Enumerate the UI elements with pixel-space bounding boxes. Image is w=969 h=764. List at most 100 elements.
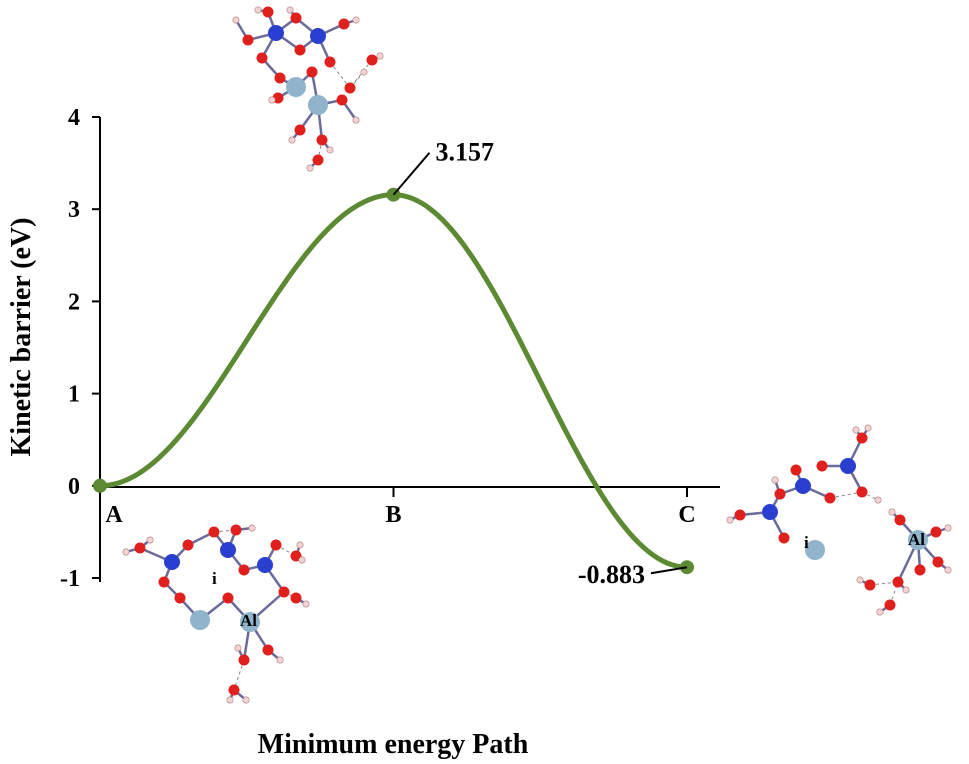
atom xyxy=(864,579,876,591)
final-state-structure xyxy=(726,424,952,616)
x-axis-title: Minimum energy Path xyxy=(258,729,529,760)
y-tick-label: 4 xyxy=(68,105,80,131)
atom xyxy=(876,608,884,616)
atom xyxy=(256,52,268,64)
atom xyxy=(257,557,273,573)
structure-label-al-initial: Al xyxy=(240,611,257,630)
data-point-A xyxy=(93,478,107,493)
atom xyxy=(930,526,942,538)
atom xyxy=(262,644,274,656)
atom xyxy=(230,524,242,536)
atom xyxy=(310,28,326,44)
atom xyxy=(174,592,186,604)
atom xyxy=(274,72,286,84)
atom xyxy=(790,464,802,476)
atom xyxy=(164,554,180,570)
atom xyxy=(302,600,310,608)
atom xyxy=(352,16,360,24)
atom xyxy=(234,644,242,652)
atom xyxy=(824,492,836,504)
atom xyxy=(852,426,860,434)
atom xyxy=(336,94,348,106)
atom xyxy=(308,95,328,115)
x-ticks: A B C xyxy=(99,487,696,528)
atom xyxy=(190,610,210,630)
atom xyxy=(242,34,254,46)
atom xyxy=(856,432,868,444)
atom xyxy=(288,136,296,144)
atom xyxy=(816,460,828,472)
atom xyxy=(254,6,262,14)
initial-state-structure xyxy=(122,524,310,704)
atom xyxy=(270,539,282,551)
structure-label-i-initial: i xyxy=(212,569,217,588)
atom xyxy=(774,488,786,500)
atom xyxy=(914,564,926,576)
atom xyxy=(226,696,234,704)
atom xyxy=(352,116,360,124)
atom xyxy=(726,516,734,524)
hydrogen-bond xyxy=(869,581,899,586)
x-tick-label-B: B xyxy=(385,502,401,528)
atom xyxy=(888,508,896,516)
atom xyxy=(734,509,746,521)
atom xyxy=(286,77,306,97)
y-tick-label: -1 xyxy=(60,566,80,592)
atom xyxy=(771,476,779,484)
atom xyxy=(238,564,250,576)
data-label-C: -0.883 xyxy=(578,560,645,589)
atom xyxy=(294,124,306,136)
atom xyxy=(344,82,356,94)
atom xyxy=(884,599,896,611)
atom xyxy=(932,556,944,568)
atom xyxy=(908,530,928,550)
atom xyxy=(840,458,856,474)
atom xyxy=(778,532,790,544)
atom xyxy=(158,576,170,588)
atom xyxy=(805,540,825,560)
atom xyxy=(944,566,952,574)
atom xyxy=(298,556,306,564)
atom xyxy=(360,68,368,76)
atom xyxy=(312,154,324,166)
atom xyxy=(134,542,146,554)
structure-label-al-final: Al xyxy=(908,530,925,549)
y-tick-label: 1 xyxy=(68,382,80,408)
atom xyxy=(892,576,904,588)
x-tick-label-A: A xyxy=(105,502,123,528)
atom xyxy=(856,486,868,498)
atom xyxy=(262,6,274,18)
atom xyxy=(290,12,302,24)
atom xyxy=(276,656,284,664)
y-tick-label: 3 xyxy=(68,197,80,223)
y-tick-label: 0 xyxy=(68,474,80,500)
atom xyxy=(122,548,130,556)
transition-state-structure xyxy=(232,6,384,172)
atom xyxy=(944,524,952,532)
annotation-leader xyxy=(392,152,431,196)
atom xyxy=(268,25,284,41)
atom xyxy=(242,696,250,704)
atom xyxy=(795,478,811,494)
atom xyxy=(238,654,250,666)
atom xyxy=(306,164,314,172)
data-label-B: 3.157 xyxy=(436,138,495,167)
atom xyxy=(864,424,872,432)
atom xyxy=(220,542,236,558)
atom xyxy=(306,66,318,78)
atom xyxy=(324,56,336,68)
atom xyxy=(290,592,302,604)
atom xyxy=(268,96,276,104)
atom xyxy=(146,536,154,544)
atom xyxy=(222,592,234,604)
annotation-leader xyxy=(650,566,688,575)
atom xyxy=(316,134,328,146)
atom xyxy=(232,16,240,24)
x-tick-label-C: C xyxy=(678,502,695,528)
atom xyxy=(338,18,350,30)
atom xyxy=(228,684,240,696)
atom xyxy=(240,612,260,632)
atom xyxy=(294,44,306,56)
